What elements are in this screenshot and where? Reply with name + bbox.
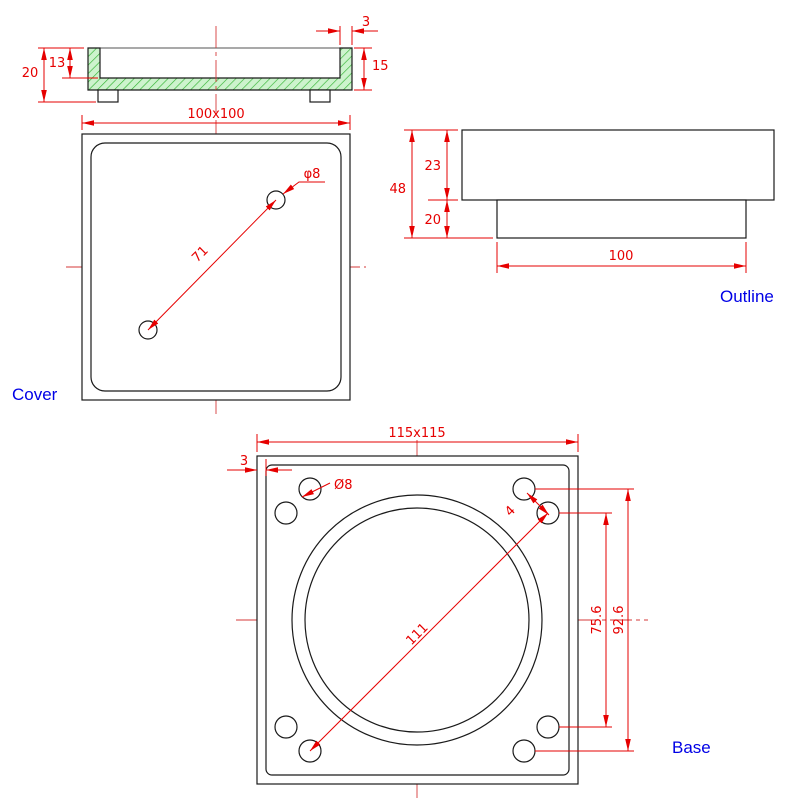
leader-base-hole-diameter: Ø8 bbox=[301, 478, 353, 498]
leader-line bbox=[282, 181, 325, 195]
dim-section-cavity-depth: 13 bbox=[49, 48, 98, 79]
dim-text-15: 15 bbox=[372, 59, 389, 74]
dim-base-size: 115x115 bbox=[256, 426, 579, 452]
dim-cover-size: 100x100 bbox=[81, 107, 351, 130]
dimension-line bbox=[147, 199, 277, 331]
dim-text-phi8: φ8 bbox=[304, 167, 321, 182]
dimension-line bbox=[526, 492, 550, 516]
base-bolt-hole bbox=[274, 501, 298, 525]
dim-section-wall-thickness: 3 bbox=[316, 15, 378, 45]
dim-text-92-6: 92.6 bbox=[612, 606, 627, 635]
dim-text-23: 23 bbox=[424, 159, 441, 174]
dim-outline-heights: 23 20 48 bbox=[389, 129, 493, 239]
dimension-line bbox=[309, 512, 549, 752]
dim-section-right-height: 15 bbox=[354, 47, 389, 91]
leader-line bbox=[301, 482, 331, 498]
outline-lower-block bbox=[496, 199, 747, 239]
leader-cover-hole-diameter: φ8 bbox=[282, 167, 325, 195]
dim-base-hole-span-inner: 75.6 bbox=[559, 512, 612, 728]
dim-text-o8: Ø8 bbox=[334, 478, 353, 493]
section-cut-body bbox=[87, 47, 353, 91]
dim-outline-base-width: 100 bbox=[496, 242, 747, 273]
dim-section-total-height: 20 bbox=[22, 47, 96, 103]
dim-text-20: 20 bbox=[22, 66, 39, 81]
dim-text-3: 3 bbox=[240, 454, 248, 469]
base-view: 115x115 3 Ø8 4 111 75.6 bbox=[227, 426, 711, 798]
dim-text-48: 48 bbox=[389, 182, 406, 197]
cover-view: 100x100 71 φ8 Cover bbox=[12, 107, 366, 414]
dim-text-100: 100 bbox=[609, 249, 634, 264]
dim-text-3: 3 bbox=[362, 15, 370, 30]
section-foot-right bbox=[309, 89, 331, 103]
dim-text-13: 13 bbox=[49, 56, 66, 71]
cover-view-label: Cover bbox=[12, 385, 58, 404]
dim-base-edge-offset: 3 bbox=[227, 454, 292, 476]
base-inner-square bbox=[265, 464, 570, 776]
base-bolt-hole bbox=[274, 715, 298, 739]
dim-text-115x115: 115x115 bbox=[388, 426, 445, 441]
dim-text-20: 20 bbox=[424, 213, 441, 228]
cover-inner-square bbox=[90, 142, 342, 392]
outline-view: 23 20 48 100 Outline bbox=[389, 129, 775, 306]
dim-text-100x100: 100x100 bbox=[187, 107, 244, 122]
outline-upper-block bbox=[461, 129, 775, 201]
dim-text-75-6: 75.6 bbox=[590, 606, 605, 635]
section-foot-left bbox=[97, 89, 119, 103]
base-view-label: Base bbox=[672, 738, 711, 757]
section-view: 20 13 15 3 bbox=[22, 15, 389, 112]
dim-base-hole-span-outer: 92.6 bbox=[535, 488, 634, 752]
base-bolt-hole bbox=[298, 477, 322, 501]
outline-view-label: Outline bbox=[720, 287, 774, 306]
